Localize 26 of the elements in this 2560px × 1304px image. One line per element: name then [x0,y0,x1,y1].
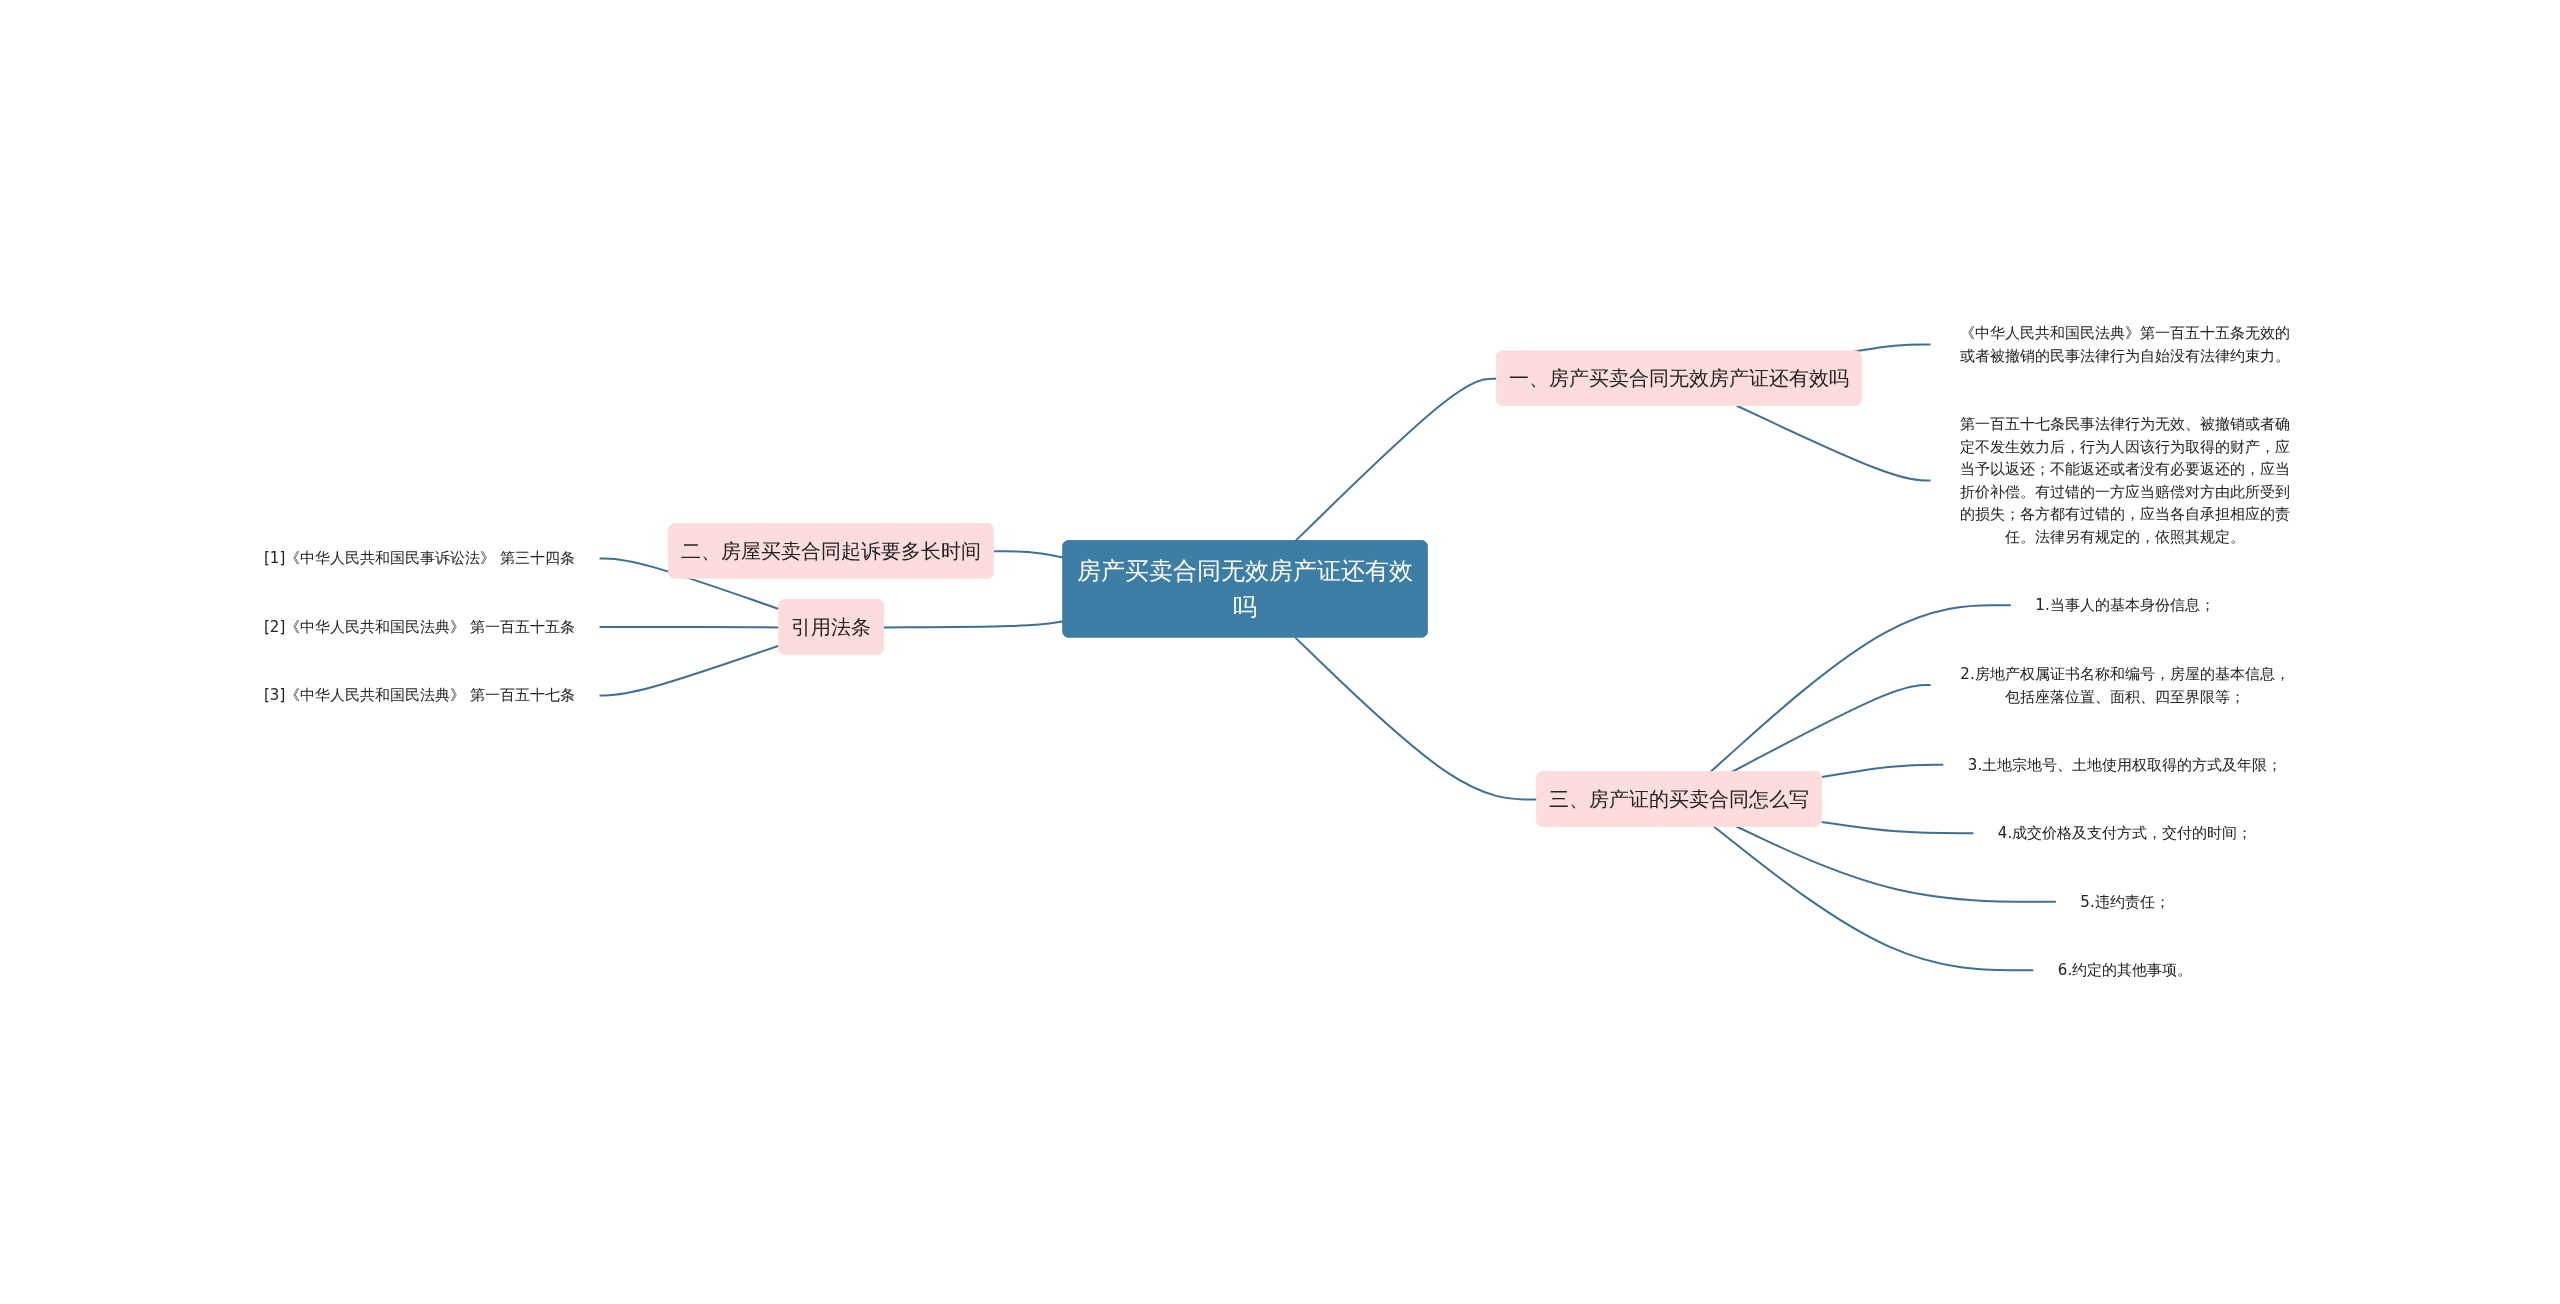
node-text: 4.成交价格及支付方式，交付的时间； [1998,824,2253,843]
connector [1852,343,1933,353]
node-text: [2]《中华人民共和国民法典》 第一百五十五条 [264,617,576,636]
connector [598,557,781,611]
connector [1730,684,1933,774]
connector [1736,405,1933,482]
node-text: [1]《中华人民共和国民事诉讼法》 第三十四条 [264,549,576,568]
connector [883,620,1065,629]
node-text: 《中华人民共和国民法典》第一百五十五条无效的或者被撤销的民事法律行为自始没有法律约束力。 [1960,324,2291,365]
connector [598,626,781,629]
node-text: 3.土地宗地号、土地使用权取得的方式及年限； [1968,755,2283,774]
connector [598,644,781,697]
node-text: 第一百五十七条民事法律行为无效、被撤销或者确定不发生效力后，行为人因该行为取得的财产，应当予以返还；不能返还或者没有必要返还的，应当折价补偿。有过错的一方应当赔偿对方由此所受到的损失；各方都有过错的，应当各自承担相应的责任。法律另有规定的，依照其规定。 [1960,415,2291,546]
node-text: 5.违约责任； [2080,892,2171,911]
connector [1709,604,2013,774]
connector [1713,825,2036,972]
connector [1821,821,1976,835]
connector [1294,377,1499,543]
node-text: 2.房地产权属证书名称和编号，房屋的基本信息，包括座落位置、面积、四至界限等； [1960,664,2291,706]
node-text: [3]《中华人民共和国民法典》 第一百五十七条 [264,686,576,705]
connector [1821,764,1946,779]
node-text: 6.约定的其他事项。 [2058,961,2193,980]
connector [1294,636,1539,801]
connector [993,550,1065,559]
node-text: 1.当事人的基本身份信息； [2035,596,2216,615]
connector [1736,825,2058,903]
